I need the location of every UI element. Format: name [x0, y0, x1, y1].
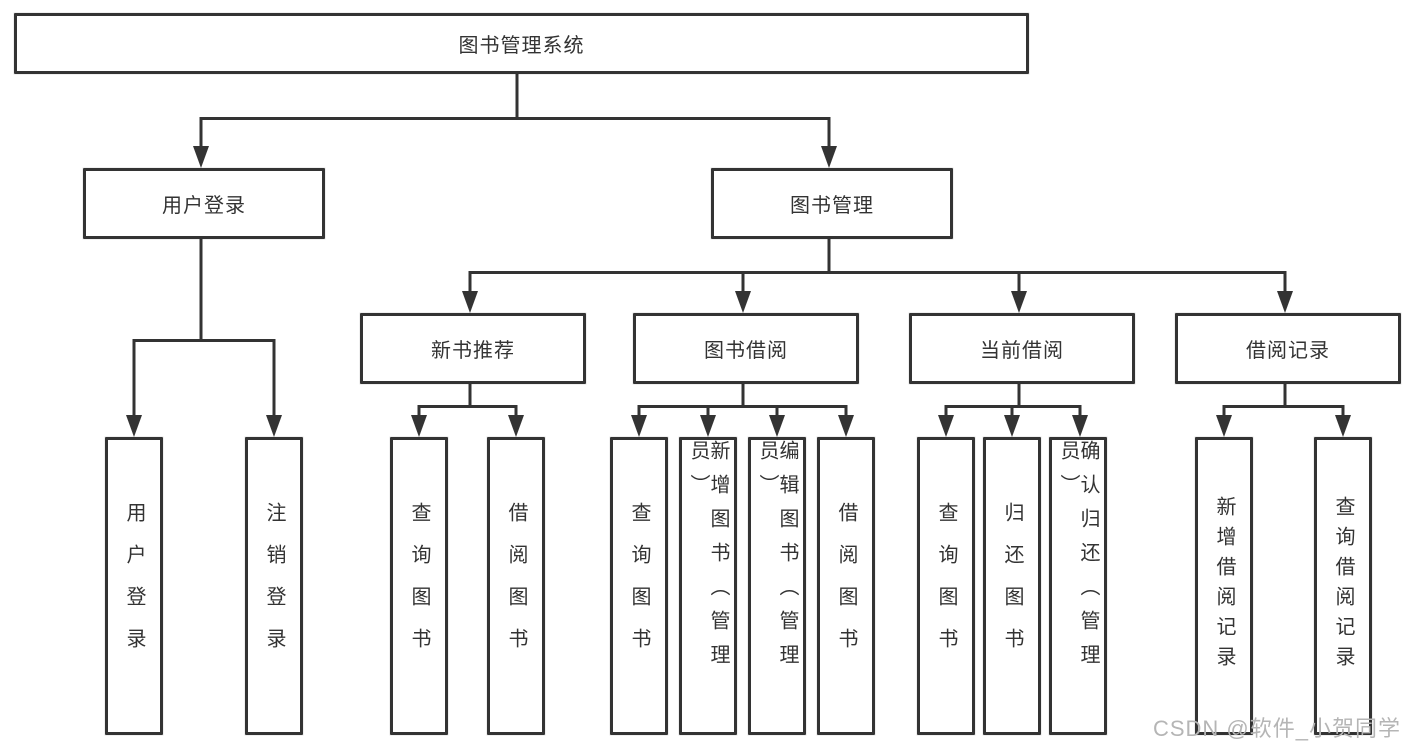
node-book-borrowing: 图书借阅 — [633, 313, 859, 384]
leaf-records-query-record: 查询借阅记录 — [1314, 437, 1372, 735]
leaf-user-login: 用户登录 — [105, 437, 163, 735]
leaf-label: 编辑图书（管理员） — [756, 440, 798, 678]
arrowhead — [631, 415, 647, 437]
connector-new-book-branch — [417, 378, 518, 417]
arrowhead — [266, 415, 282, 437]
arrowhead — [126, 415, 142, 437]
arrowhead — [411, 415, 427, 437]
leaf-logout: 注销登录 — [245, 437, 303, 735]
leaf-label: 用户登录 — [123, 502, 145, 670]
leaf-label: 借阅图书 — [835, 502, 857, 670]
leaf-label: 注销登录 — [263, 502, 285, 670]
arrowhead — [735, 291, 751, 313]
connector-book-mgmt-branch — [468, 233, 1287, 293]
connector-arrowheads — [126, 146, 1351, 437]
arrowhead — [462, 291, 478, 313]
arrowhead — [1011, 291, 1027, 313]
connector-current-borrow-branch — [944, 378, 1082, 417]
leaf-current-query-books: 查询图书 — [917, 437, 975, 735]
leaf-borrowing-edit-books-admin: 编辑图书（管理员） — [748, 437, 806, 735]
leaf-label: 查询图书 — [408, 502, 430, 670]
leaf-label: 新增借阅记录 — [1213, 496, 1235, 676]
arrowhead — [1277, 291, 1293, 313]
node-root: 图书管理系统 — [14, 13, 1029, 74]
leaf-recommend-query-books: 查询图书 — [390, 437, 448, 735]
arrowhead — [508, 415, 524, 437]
leaf-current-confirm-return-admin: 确认归还（管理员） — [1049, 437, 1107, 735]
arrowhead — [769, 415, 785, 437]
node-current-borrowing: 当前借阅 — [909, 313, 1135, 384]
connector-lines — [132, 68, 1345, 417]
connector-root-branch — [199, 68, 831, 150]
leaf-label: 查询图书 — [628, 502, 650, 670]
node-user-login: 用户登录 — [83, 168, 325, 239]
leaf-current-return-books: 归还图书 — [983, 437, 1041, 735]
leaf-borrowing-query-books: 查询图书 — [610, 437, 668, 735]
connector-user-login-branch — [132, 233, 276, 417]
node-book-management: 图书管理 — [711, 168, 953, 239]
arrowhead — [1072, 415, 1088, 437]
leaf-label: 查询借阅记录 — [1332, 496, 1354, 676]
connector-book-borrow-branch — [637, 378, 848, 417]
leaf-borrowing-add-books-admin: 新增图书（管理员） — [679, 437, 737, 735]
arrowhead — [821, 146, 837, 168]
leaf-borrowing-borrow-books: 借阅图书 — [817, 437, 875, 735]
arrowhead — [1216, 415, 1232, 437]
leaf-label: 借阅图书 — [505, 502, 527, 670]
connector-borrow-records-branch — [1222, 378, 1345, 417]
arrowhead — [1004, 415, 1020, 437]
csdn-watermark: CSDN @软件_小贺同学 — [1152, 716, 1401, 741]
arrowhead — [938, 415, 954, 437]
leaf-label: 确认归还（管理员） — [1057, 440, 1099, 678]
leaf-label: 新增图书（管理员） — [687, 440, 729, 678]
leaf-label: 归还图书 — [1001, 502, 1023, 670]
leaf-label: 查询图书 — [935, 502, 957, 670]
arrowhead — [1335, 415, 1351, 437]
node-new-book-recommend: 新书推荐 — [360, 313, 586, 384]
arrowhead — [838, 415, 854, 437]
leaf-records-add-record: 新增借阅记录 — [1195, 437, 1253, 735]
leaf-recommend-borrow-books: 借阅图书 — [487, 437, 545, 735]
arrowhead — [193, 146, 209, 168]
node-borrow-records: 借阅记录 — [1175, 313, 1401, 384]
arrowhead — [700, 415, 716, 437]
